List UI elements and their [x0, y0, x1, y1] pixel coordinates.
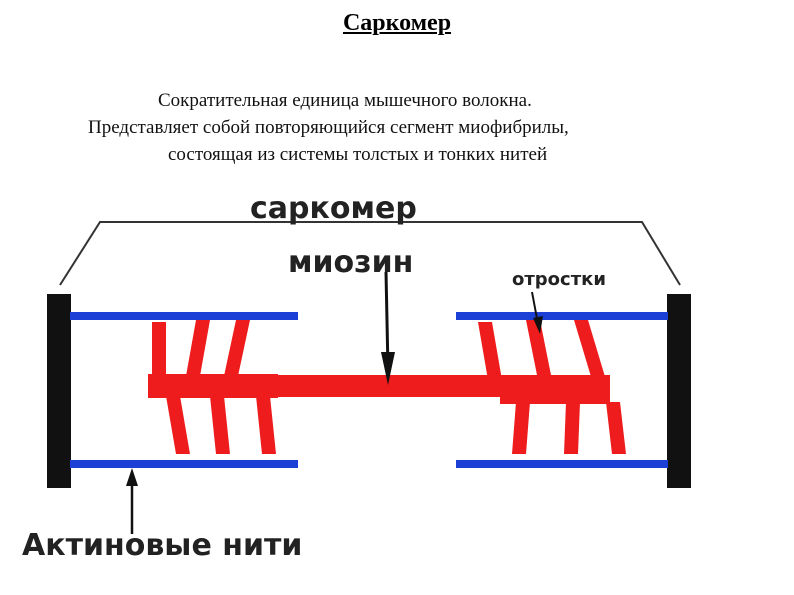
actin-label: Актиновые нити [22, 528, 302, 563]
sarcomere-label: саркомер [250, 191, 417, 226]
myosin-head [478, 322, 502, 380]
sarcomere-bracket [59, 221, 681, 286]
description-line-1: Сократительная единица мышечного волокна… [158, 90, 532, 111]
myosin-head [152, 322, 166, 376]
myosin-filament [148, 320, 626, 454]
myosin-head [564, 402, 580, 454]
slide-title: Саркомер [342, 10, 452, 36]
myosin-arrow-head [381, 352, 395, 385]
myosin-head [526, 320, 552, 380]
actin-filament-bottom-right [456, 460, 668, 468]
myosin-head [512, 402, 530, 454]
description-line-3: состоящая из системы толстых и тонких ни… [168, 144, 548, 165]
myosin-core [150, 375, 610, 397]
processes-arrow-head [533, 316, 543, 334]
processes-label: отростки [512, 269, 606, 290]
actin-arrow-head [126, 468, 138, 486]
actin-filament-top-left [70, 312, 298, 320]
myosin-head [210, 396, 230, 454]
myosin-head [606, 402, 626, 454]
z-disc-right [667, 294, 691, 488]
myosin-head [224, 320, 250, 376]
myosin-head [574, 320, 606, 380]
myosin-core-right [500, 378, 610, 404]
myosin-head [166, 396, 190, 454]
actin-filament-top-right [456, 312, 668, 320]
myosin-label: миозин [288, 245, 413, 280]
actin-filament-bottom-left [70, 460, 298, 468]
description-line-2: Представляет собой повторяющийся сегмент… [88, 117, 569, 138]
myosin-head [186, 320, 210, 376]
myosin-head [256, 396, 276, 454]
z-disc-left [47, 294, 71, 488]
